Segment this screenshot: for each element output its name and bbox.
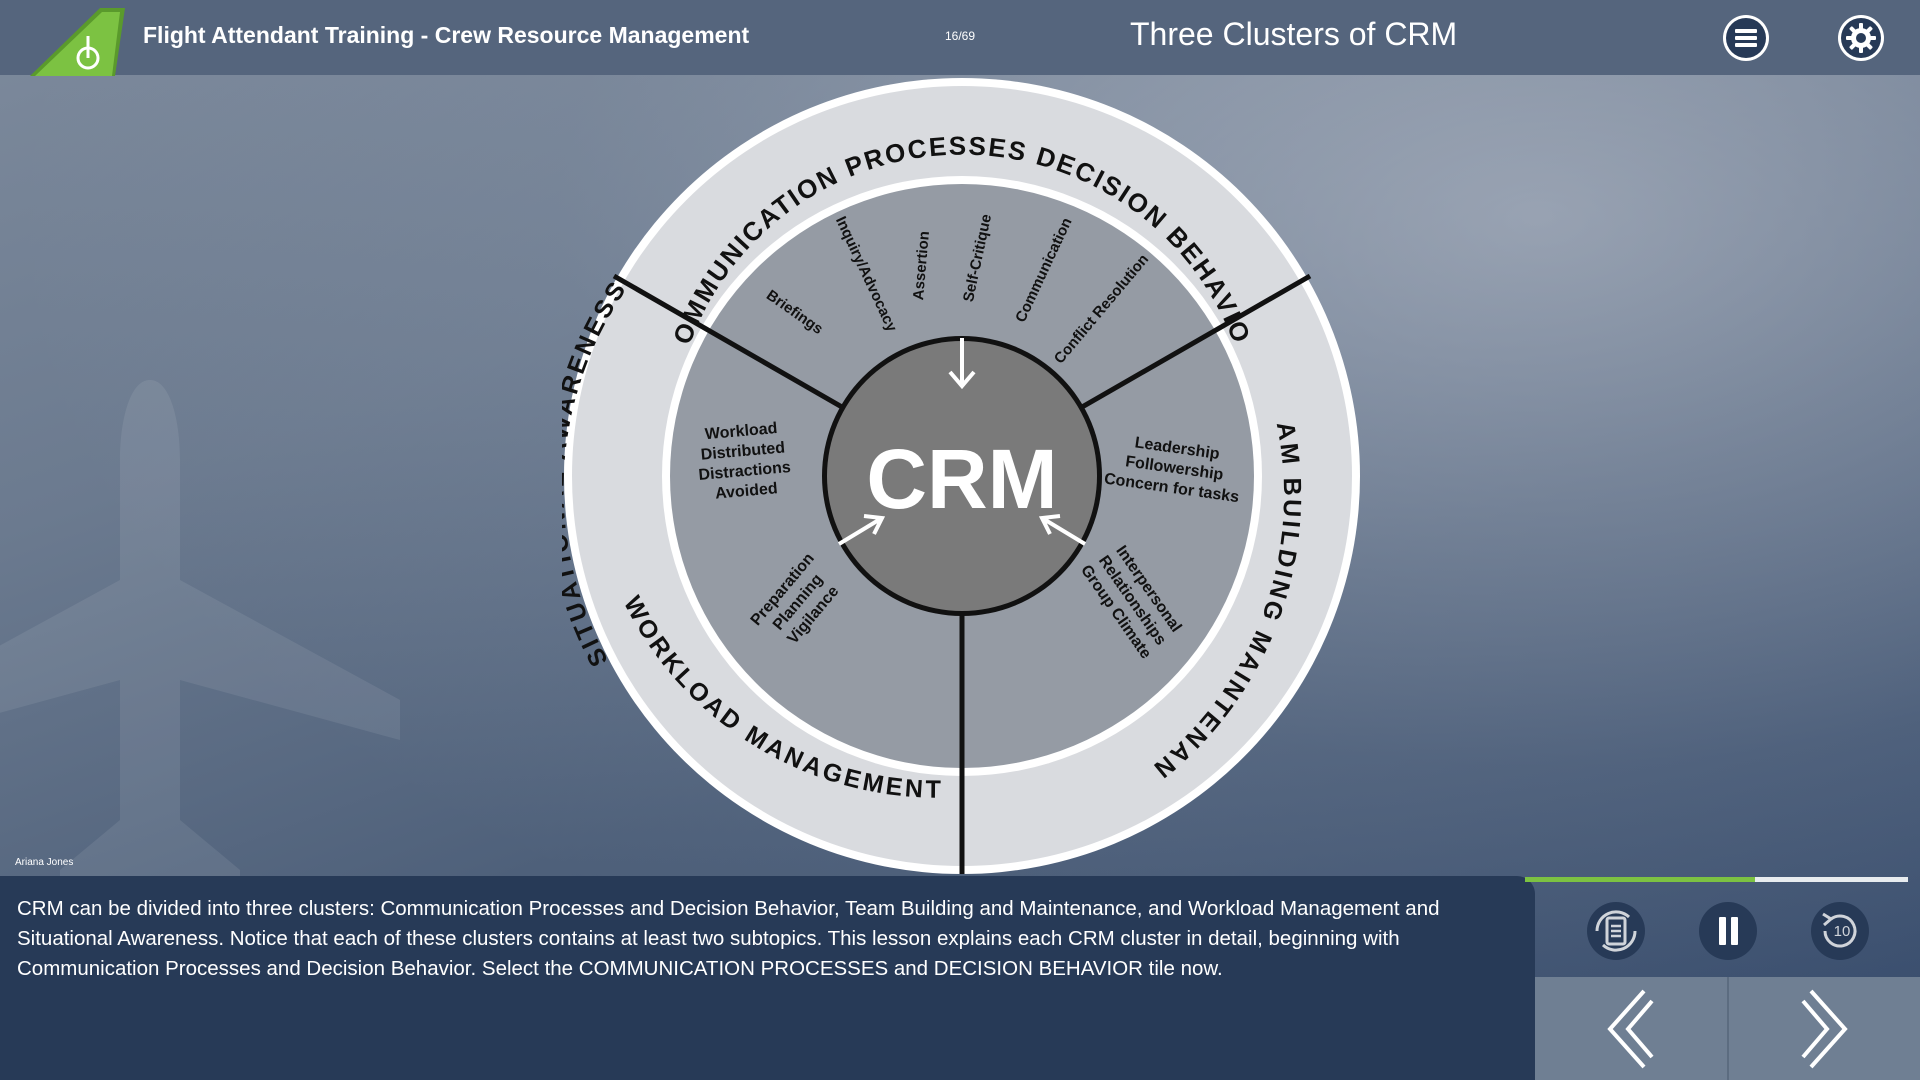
previous-button[interactable] <box>1590 987 1670 1071</box>
top-bar: Flight Attendant Training - Crew Resourc… <box>0 0 1920 76</box>
slide-title: Three Clusters of CRM <box>1130 16 1458 52</box>
transcript-button[interactable] <box>1585 900 1647 962</box>
crm-cluster-wheel: COMMUNICATION PROCESSES DECISION BEHAVIO… <box>562 76 1360 874</box>
subtopic-assertion: Assertion <box>910 230 933 300</box>
crm-center <box>827 341 1097 611</box>
next-button[interactable] <box>1785 987 1865 1071</box>
arrow-icons <box>837 338 1087 546</box>
narrator-name: Ariana Jones <box>15 857 74 868</box>
crm-center-label: CRM <box>866 432 1057 526</box>
replay-10-icon: 10 <box>1811 902 1869 960</box>
nav-divider <box>1727 977 1729 1080</box>
transcript-panel: CRM can be divided into three clusters: … <box>0 876 1535 1080</box>
playback-controls: 10 <box>1535 885 1920 977</box>
airline-tail-logo <box>30 8 125 76</box>
chevron-right-icon <box>1801 989 1848 1069</box>
transcript-icon <box>1587 902 1645 960</box>
pause-button[interactable] <box>1697 900 1759 962</box>
chevron-left-icon <box>1607 989 1654 1069</box>
course-title: Flight Attendant Training - Crew Resourc… <box>143 22 750 48</box>
audio-progress-fill <box>1525 877 1755 882</box>
pause-icon <box>1699 902 1757 960</box>
gear-icon <box>1841 18 1881 58</box>
transcript-text: CRM can be divided into three clusters: … <box>17 897 1440 980</box>
replay-seconds-label: 10 <box>1834 923 1851 940</box>
replay-10-button[interactable]: 10 <box>1809 900 1871 962</box>
svg-text:Workload: Workload <box>704 420 778 443</box>
settings-button[interactable] <box>1838 15 1884 61</box>
navigation-panel <box>1535 977 1920 1080</box>
background-airplane-watermark <box>0 380 400 900</box>
hamburger-menu-icon <box>1726 18 1766 58</box>
menu-button[interactable] <box>1723 15 1769 61</box>
audio-progress-bar[interactable] <box>1525 877 1908 882</box>
svg-text:Avoided: Avoided <box>715 480 779 502</box>
page-counter: 16/69 <box>944 29 976 43</box>
